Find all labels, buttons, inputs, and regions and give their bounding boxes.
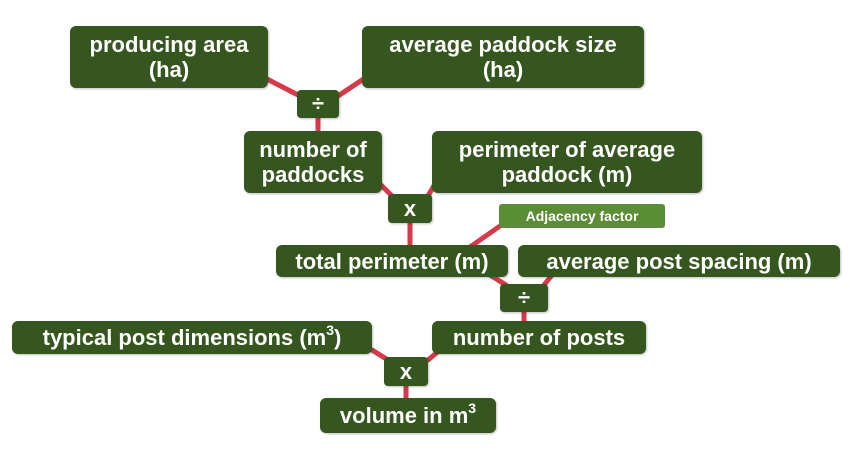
total-perimeter-label: total perimeter (m) <box>295 248 489 274</box>
volume-box: volume in m3 <box>320 398 496 433</box>
divide-symbol: ÷ <box>517 285 531 310</box>
average-post-spacing-box: average post spacing (m) <box>518 245 840 277</box>
total-perimeter-box: total perimeter (m) <box>276 245 508 277</box>
average-paddock-size-line2: (ha) <box>482 57 524 82</box>
cubic-superscript: 3 <box>468 399 477 416</box>
multiply-symbol: x <box>403 195 417 221</box>
volume-text: volume in m <box>339 403 469 428</box>
adjacency-factor-label: Adjacency factor <box>525 208 639 224</box>
multiply-operator-volume: x <box>384 357 428 386</box>
typical-post-dimensions-label: typical post dimensions (m3) <box>42 321 342 350</box>
producing-area-box: producing area (ha) <box>70 26 268 88</box>
cubic-superscript: 3 <box>326 321 335 338</box>
number-of-posts-box: number of posts <box>432 321 646 354</box>
multiply-symbol: x <box>399 358 413 384</box>
average-paddock-size-line1: average paddock size <box>389 32 617 57</box>
average-paddock-size-box: average paddock size (ha) <box>362 26 644 88</box>
number-of-posts-label: number of posts <box>452 325 626 350</box>
typical-post-dimensions-box: typical post dimensions (m3) <box>12 321 372 354</box>
producing-area-line1: producing area <box>89 32 249 57</box>
producing-area-line2: (ha) <box>148 57 190 82</box>
multiply-operator-perimeter: x <box>388 194 432 223</box>
typical-post-dimensions-text: typical post dimensions (m <box>42 325 327 350</box>
closing-paren: ) <box>334 325 342 350</box>
divide-operator-posts: ÷ <box>500 284 548 312</box>
connector-adjacency-to-total-perimeter <box>467 223 503 250</box>
perimeter-average-paddock-line2: paddock (m) <box>501 162 633 187</box>
connector-producing-area-to-divide <box>262 75 303 99</box>
average-post-spacing-label: average post spacing (m) <box>546 248 812 274</box>
volume-label: volume in m3 <box>339 399 477 428</box>
perimeter-average-paddock-line1: perimeter of average <box>458 137 676 162</box>
divide-operator-paddocks: ÷ <box>297 90 339 118</box>
number-of-paddocks-line1: number of <box>259 137 367 162</box>
connector-paddock-size-to-divide <box>335 75 368 99</box>
adjacency-factor-tag: Adjacency factor <box>499 204 665 228</box>
number-of-paddocks-line2: paddocks <box>261 162 365 187</box>
number-of-paddocks-box: number of paddocks <box>244 131 382 193</box>
perimeter-average-paddock-box: perimeter of average paddock (m) <box>432 131 702 193</box>
divide-symbol: ÷ <box>311 91 325 116</box>
